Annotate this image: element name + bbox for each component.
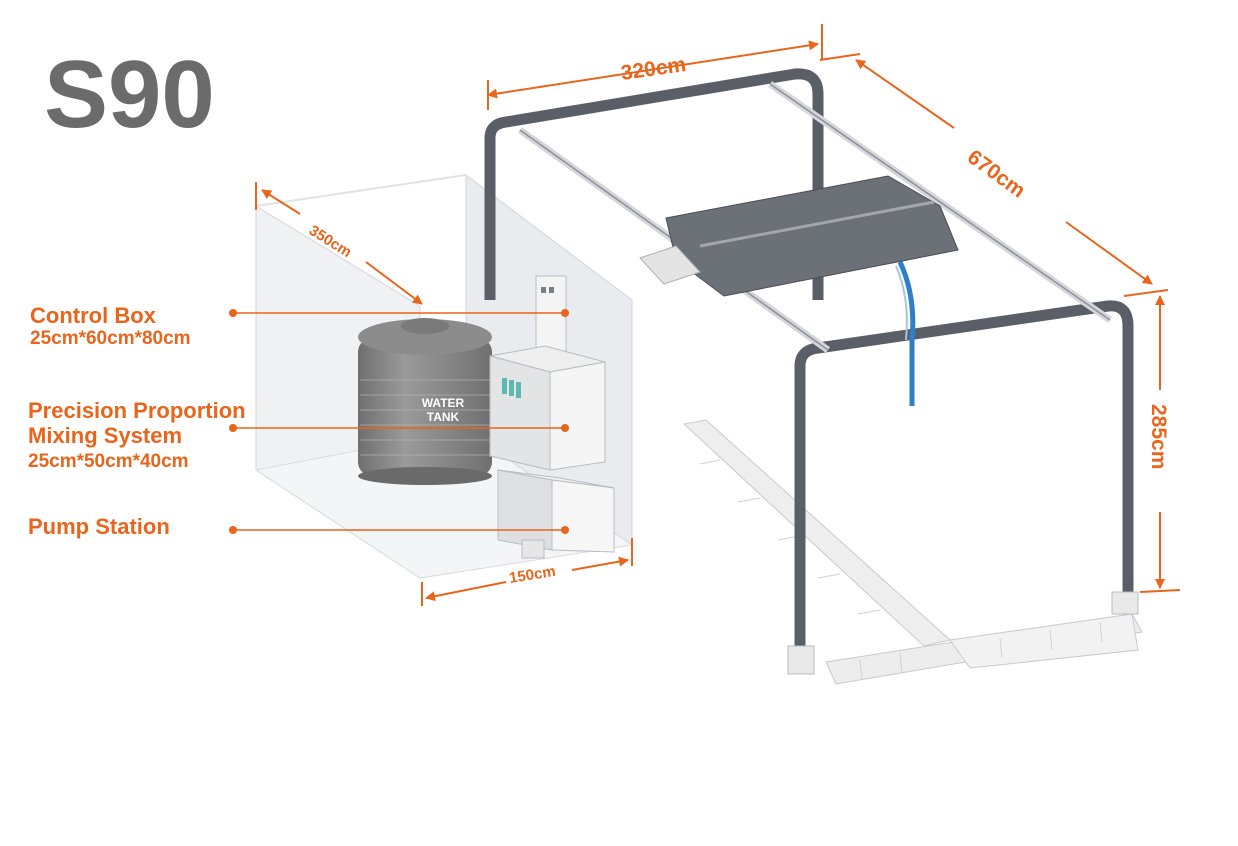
control-box [535, 275, 567, 355]
model-title: S90 [44, 41, 215, 148]
dimension-lines [255, 24, 1181, 606]
tank-label-line1: WATER [422, 396, 465, 410]
wash-carriage [639, 175, 959, 406]
control-box-label: Control Box [30, 303, 157, 328]
control-box-size: 25cm*60cm*80cm [30, 328, 191, 349]
callout-lines [233, 312, 565, 531]
water-tank: WATER TANK [358, 318, 492, 485]
mixing-system-size: 25cm*50cm*40cm [28, 451, 189, 472]
dim-height-label: 285cm [1147, 404, 1170, 469]
tank-label-line2: TANK [427, 410, 460, 424]
mixing-system-cabinet [489, 345, 606, 471]
mixing-system-label-line2: Mixing System [28, 423, 182, 448]
dim-length-label: 670cm [963, 145, 1029, 202]
gantry-frame [484, 68, 1143, 685]
dim-width-label: 320cm [619, 53, 687, 85]
pump-station-label: Pump Station [28, 514, 170, 539]
callout-dots [229, 309, 569, 534]
mixing-system-label-line1: Precision Proportion [28, 398, 246, 423]
dim-room-width-label: 150cm [508, 563, 557, 587]
